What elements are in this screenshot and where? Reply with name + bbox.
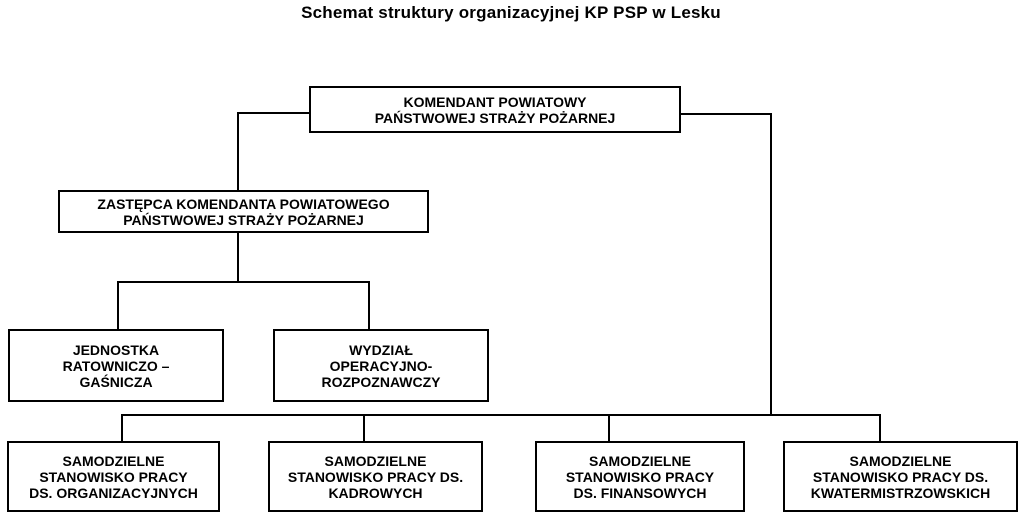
- org-node-stanowisko-finansowe: SAMODZIELNE STANOWISKO PRACY DS. FINANSO…: [535, 441, 745, 512]
- org-node-text-line: KOMENDANT POWIATOWY: [403, 93, 587, 110]
- org-node-text-line: STANOWISKO PRACY: [565, 468, 715, 485]
- org-node-stanowisko-kwatermistrzowskie: SAMODZIELNE STANOWISKO PRACY DS. KWATERM…: [783, 441, 1018, 512]
- connector-komendant-to-zastepca-horizontal: [237, 112, 311, 114]
- org-node-text-line: GAŚNICZA: [79, 373, 153, 390]
- org-node-jednostka-ratowniczo-gasnicza: JEDNOSTKA RATOWNICZO – GAŚNICZA: [8, 329, 224, 402]
- connector-zastepca-down-vertical: [237, 231, 239, 282]
- org-node-text-line: OPERACYJNO-: [329, 357, 433, 374]
- org-node-text-line: PAŃSTWOWEJ STRAŻY POŻARNEJ: [374, 109, 616, 126]
- org-node-zastepca-komendanta: ZASTĘPCA KOMENDANTA POWIATOWEGO PAŃSTWOW…: [58, 190, 429, 233]
- org-node-text-line: RATOWNICZO –: [62, 357, 170, 374]
- org-node-text-line: ZASTĘPCA KOMENDANTA POWIATOWEGO: [97, 195, 390, 212]
- connector-drop-wydzial: [368, 281, 370, 331]
- connector-drop-jrg: [117, 281, 119, 331]
- connector-bottom-row-horizontal: [121, 414, 881, 416]
- org-node-text-line: DS. FINANSOWYCH: [573, 484, 707, 501]
- org-node-text-line: KADROWYCH: [328, 484, 423, 501]
- org-node-text-line: STANOWISKO PRACY: [39, 468, 188, 485]
- org-node-text-line: SAMODZIELNE: [62, 452, 165, 469]
- connector-drop-organizacyjne: [121, 414, 123, 443]
- org-node-komendant-powiatowy: KOMENDANT POWIATOWY PAŃSTWOWEJ STRAŻY PO…: [309, 86, 681, 133]
- connector-middle-row-horizontal: [117, 281, 370, 283]
- org-node-text-line: KWATERMISTRZOWSKICH: [810, 484, 991, 501]
- connector-drop-finansowe: [608, 414, 610, 443]
- org-node-text-line: SAMODZIELNE: [324, 452, 427, 469]
- org-node-text-line: WYDZIAŁ: [349, 341, 413, 358]
- org-node-wydzial-operacyjno-rozpoznawczy: WYDZIAŁ OPERACYJNO- ROZPOZNAWCZY: [273, 329, 489, 402]
- connector-komendant-right-horizontal: [679, 113, 772, 115]
- connector-drop-kwatermistrzowskie: [879, 414, 881, 443]
- org-node-text-line: ROZPOZNAWCZY: [321, 373, 441, 390]
- connector-drop-kadrowe: [363, 414, 365, 443]
- org-node-text-line: STANOWISKO PRACY DS.: [812, 468, 989, 485]
- chart-title: Schemat struktury organizacyjnej KP PSP …: [301, 3, 721, 22]
- org-node-text-line: SAMODZIELNE: [589, 452, 691, 469]
- org-node-text-line: STANOWISKO PRACY DS.: [287, 468, 464, 485]
- org-node-text-line: PAŃSTWOWEJ STRAŻY POŻARNEJ: [123, 211, 364, 228]
- connector-komendant-to-bottom-vertical: [770, 113, 772, 416]
- org-node-text-line: JEDNOSTKA: [72, 341, 160, 358]
- org-node-text-line: SAMODZIELNE: [849, 452, 952, 469]
- connector-komendant-to-zastepca-vertical: [237, 112, 239, 190]
- org-node-stanowisko-kadrowe: SAMODZIELNE STANOWISKO PRACY DS. KADROWY…: [268, 441, 483, 512]
- org-node-text-line: DS. ORGANIZACYJNYCH: [29, 484, 198, 501]
- org-node-stanowisko-organizacyjne: SAMODZIELNE STANOWISKO PRACY DS. ORGANIZ…: [7, 441, 220, 512]
